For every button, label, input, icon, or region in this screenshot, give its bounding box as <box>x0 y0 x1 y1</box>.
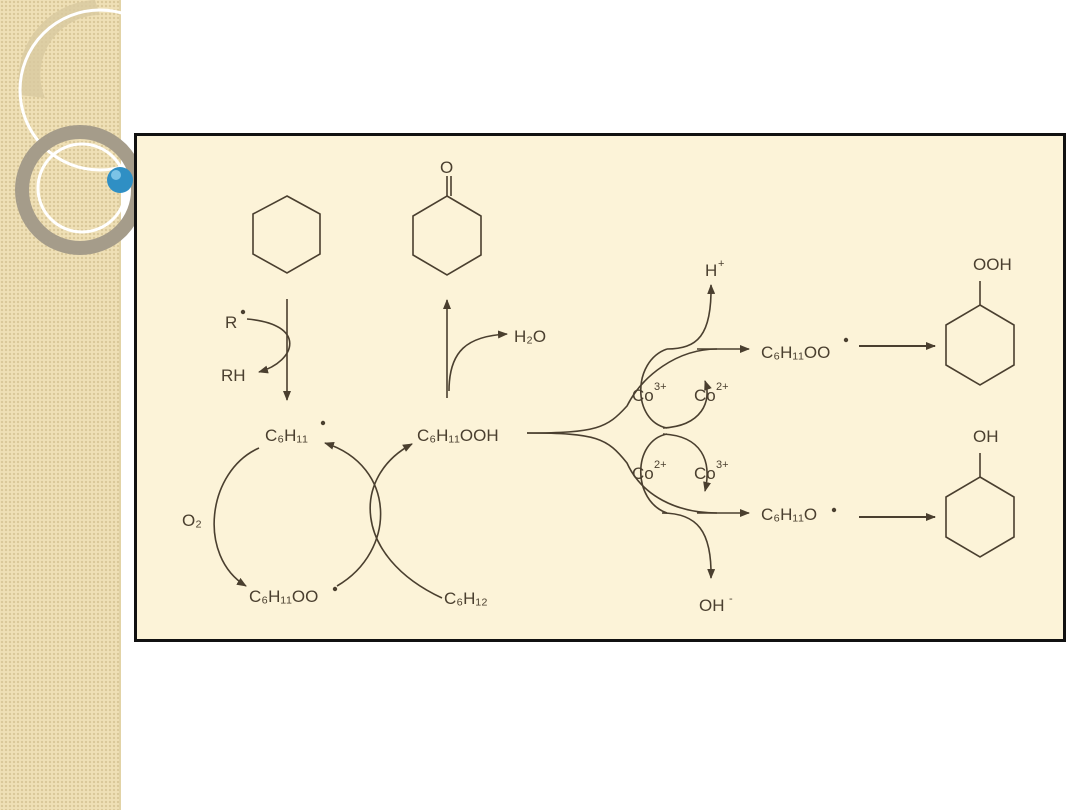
label-carbonyl-oxygen: O <box>440 158 453 177</box>
label-water: H₂O <box>514 327 546 346</box>
co-cycle-upper-right <box>662 380 712 429</box>
arrow-cycle-left <box>369 443 443 599</box>
label-h-plus-charge: + <box>718 258 724 270</box>
label-r-radical: R <box>225 313 237 332</box>
label-oh-minus-charge: - <box>729 593 733 605</box>
label-oh-minus: OH <box>699 596 725 615</box>
label-cyclohexane: C₆H₁₂ <box>444 589 488 608</box>
cyclohexanol-ring-icon <box>945 476 1015 558</box>
label-ooh: OOH <box>973 255 1012 274</box>
white-ring-top <box>18 8 160 172</box>
globe-orb-icon <box>107 167 133 193</box>
cyclohexyl-hydroperoxide-ring-icon <box>945 304 1015 386</box>
label-alkoxyl-radical-right: C₆H₁₁O <box>761 505 817 524</box>
arrow-to-water <box>448 330 508 392</box>
branch-upper <box>526 348 718 434</box>
cyclohexane-ring-icon <box>252 195 321 274</box>
label-peroxyl-radical-right: C₆H₁₁OO <box>761 343 830 362</box>
label-co-top-right: Co <box>694 386 716 405</box>
cyclohexanone-ring-icon <box>412 195 482 276</box>
arrow-h-plus <box>666 284 716 350</box>
co-cycle-lower-right <box>662 433 711 492</box>
label-co-bottom-right-charge: 3+ <box>716 459 729 471</box>
label-rh: RH <box>221 366 246 385</box>
sidebar-edge <box>119 0 121 810</box>
label-co-top-left: Co <box>632 386 654 405</box>
arrow-oh-minus <box>661 512 716 579</box>
reaction-diagram-panel: R RH H₂O C₆H₁₁ C₆H₁₁OOH O₂ C₆H₁₁OO C₆H₁₂… <box>134 133 1066 642</box>
label-co-top-left-charge: 3+ <box>654 381 667 393</box>
label-h-plus: H <box>705 261 717 280</box>
label-co-bottom-right: Co <box>694 464 716 483</box>
branch-lower <box>526 432 718 514</box>
arrow-cycle-right <box>324 441 382 587</box>
arrow-r-to-rh <box>246 318 291 374</box>
label-hydroperoxide: C₆H₁₁OOH <box>417 426 499 445</box>
label-peroxyl-radical-bottom: C₆H₁₁OO <box>249 587 318 606</box>
co-cycle-lower-left <box>639 433 668 514</box>
label-co-bottom-left-charge: 2+ <box>654 459 667 471</box>
co-cycle-upper-left <box>639 348 668 429</box>
label-oh: OH <box>973 427 999 446</box>
decorative-rings <box>15 0 160 255</box>
label-co-bottom-left: Co <box>632 464 654 483</box>
arrow-o2-addition <box>213 447 260 587</box>
label-co-top-right-charge: 2+ <box>716 381 729 393</box>
label-cyclohexyl-radical: C₆H₁₁ <box>265 426 308 445</box>
reaction-diagram: R RH H₂O C₆H₁₁ C₆H₁₁OOH O₂ C₆H₁₁OO C₆H₁₂… <box>182 158 1015 615</box>
label-oxygen: O₂ <box>182 511 202 530</box>
